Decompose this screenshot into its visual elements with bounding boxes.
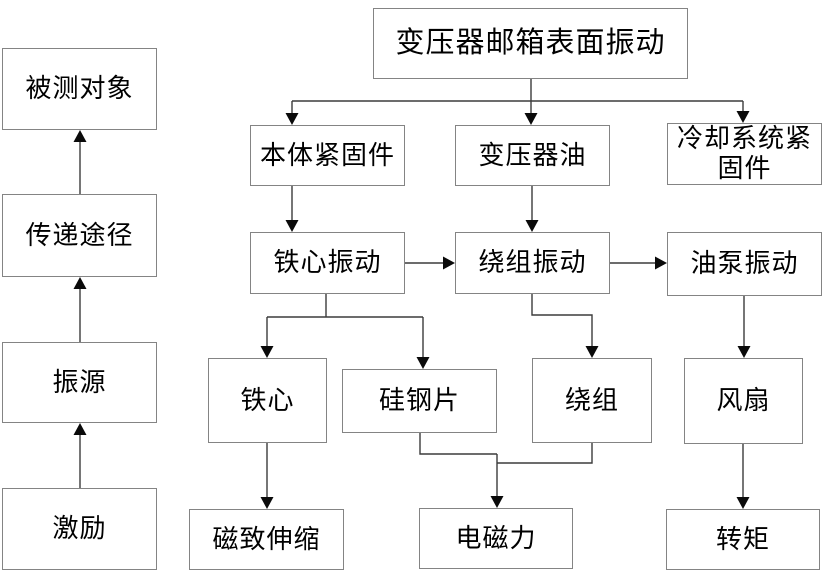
node-body-fasteners: 本体紧固件 [250,125,405,186]
arrowhead-up-transmission-path [73,277,87,289]
node-cooling-fasteners: 冷却系统紧固件 [667,123,822,185]
node-pump-vibration: 油泵振动 [667,232,822,296]
node-winding: 绕组 [532,358,652,443]
node-magnetostriction: 磁致伸缩 [189,509,344,570]
node-excitation: 激励 [2,488,157,570]
node-transmission-path: 传递途径 [2,194,157,277]
arrowhead-down-torque [736,497,750,509]
edge-winding-to-merge [497,443,593,464]
arrowhead-down-winding [585,346,599,358]
arrowhead-down-transformer-oil [524,113,538,125]
arrowhead-down-silicon-steel [416,357,430,369]
node-measured-object: 被测对象 [2,48,157,130]
node-core-vibration: 铁心振动 [250,232,405,294]
arrowhead-down-core [260,346,274,358]
arrowhead-down-body-fasteners [285,113,299,125]
arrowhead-up-vibration-source [73,423,87,435]
arrowhead-down-electromagnetic-force [490,496,504,508]
edge-silicon-steel-to-merge [419,433,497,455]
node-fan: 风扇 [684,358,803,444]
node-silicon-steel: 硅钢片 [342,369,497,433]
node-transformer-oil: 变压器油 [455,125,610,186]
node-vibration-source: 振源 [2,342,157,423]
arrowhead-up-measured-object [73,130,87,142]
node-core: 铁心 [208,358,327,443]
arrowhead-down-winding-vibration [525,220,539,232]
node-tank-surface-vibration: 变压器邮箱表面振动 [373,8,688,79]
node-electromagnetic-force: 电磁力 [419,508,573,569]
node-winding-vibration: 绕组振动 [455,232,610,294]
arrowhead-down-magnetostriction [260,497,274,509]
arrowhead-right-winding-vibration [443,256,455,270]
arrowhead-right-pump-vibration [655,256,667,270]
edge-winding-vibration-to-winding [531,294,593,352]
node-torque: 转矩 [666,509,820,570]
arrowhead-down-fan [737,346,751,358]
arrowhead-down-core-vibration [285,220,299,232]
arrowhead-down-cooling-fasteners [736,111,750,123]
